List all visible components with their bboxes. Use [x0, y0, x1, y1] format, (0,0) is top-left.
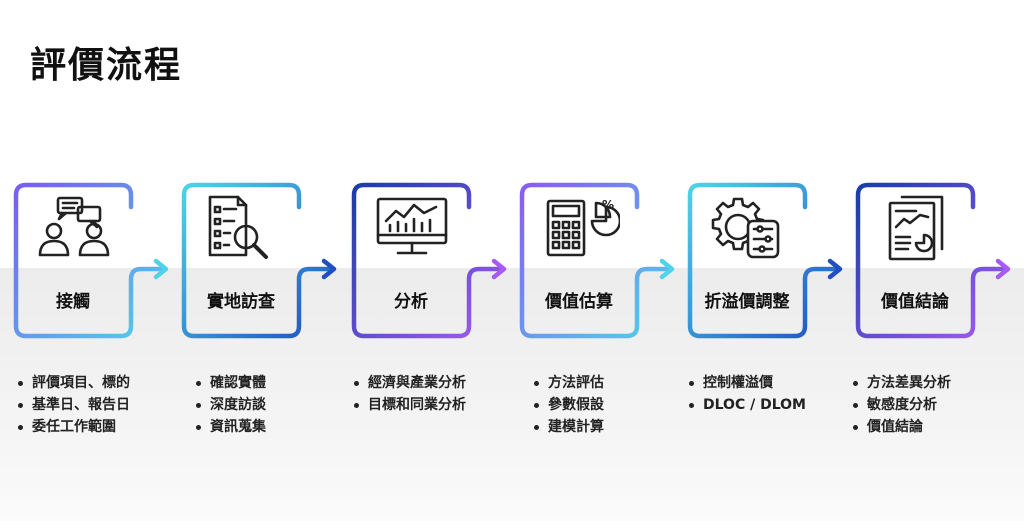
step-frame [181, 182, 337, 339]
step-label: 實地訪查 [207, 292, 275, 312]
bullet-item: 參數假設 [532, 394, 604, 416]
page-title: 評價流程 [30, 45, 183, 86]
bullet-item: 資訊蒐集 [194, 416, 266, 438]
step-4: % 價值估算 [519, 182, 680, 341]
report-chart-icon [876, 195, 956, 261]
people-chat-icon [34, 195, 114, 261]
step-label: 折溢價調整 [704, 292, 790, 312]
step-bullet-list: 經濟與產業分析目標和同業分析 [352, 372, 466, 416]
step-bullet-list: 評價項目、標的基準日、報告日委任工作範圍 [16, 372, 130, 438]
bullet-item: 方法差異分析 [851, 372, 951, 394]
checklist-magnifier-icon [202, 195, 282, 261]
step-label: 接觸 [56, 292, 90, 312]
step-3: 分析 [351, 182, 512, 341]
step-bullet-list: 確認實體深度訪談資訊蒐集 [194, 372, 266, 438]
bullet-item: 目標和同業分析 [352, 394, 466, 416]
gear-sliders-icon [708, 195, 788, 261]
bullet-item: 敏感度分析 [851, 394, 951, 416]
background-band [0, 268, 1024, 521]
bullet-item: 價值結論 [851, 416, 951, 438]
step-bullet-list: 方法評估參數假設建模計算 [532, 372, 604, 438]
step-label: 價值結論 [881, 292, 949, 312]
step-5: 折溢價調整 [687, 182, 848, 341]
bullet-item: DLOC / DLOM [687, 394, 806, 416]
step-frame [687, 182, 843, 339]
bullet-item: 基準日、報告日 [16, 394, 130, 416]
step-frame [855, 182, 1011, 339]
step-label: 分析 [394, 292, 428, 312]
step-frame [13, 182, 169, 339]
bullet-item: 委任工作範圍 [16, 416, 130, 438]
bullet-item: 控制權溢價 [687, 372, 806, 394]
step-bullet-list: 方法差異分析敏感度分析價值結論 [851, 372, 951, 438]
bullet-item: 建模計算 [532, 416, 604, 438]
bullet-item: 評價項目、標的 [16, 372, 130, 394]
step-label: 價值估算 [545, 292, 613, 312]
step-frame [351, 182, 507, 339]
step-6: 價值結論 [855, 182, 1016, 341]
bullet-item: 確認實體 [194, 372, 266, 394]
bullet-item: 方法評估 [532, 372, 604, 394]
step-1: 接觸 [13, 182, 174, 341]
bullet-item: 經濟與產業分析 [352, 372, 466, 394]
calculator-pie-icon: % [540, 195, 622, 261]
bullet-item: 深度訪談 [194, 394, 266, 416]
monitor-chart-icon [372, 195, 452, 261]
step-2: 實地訪查 [181, 182, 342, 341]
svg-text:%: % [602, 198, 614, 212]
step-frame [519, 182, 675, 339]
